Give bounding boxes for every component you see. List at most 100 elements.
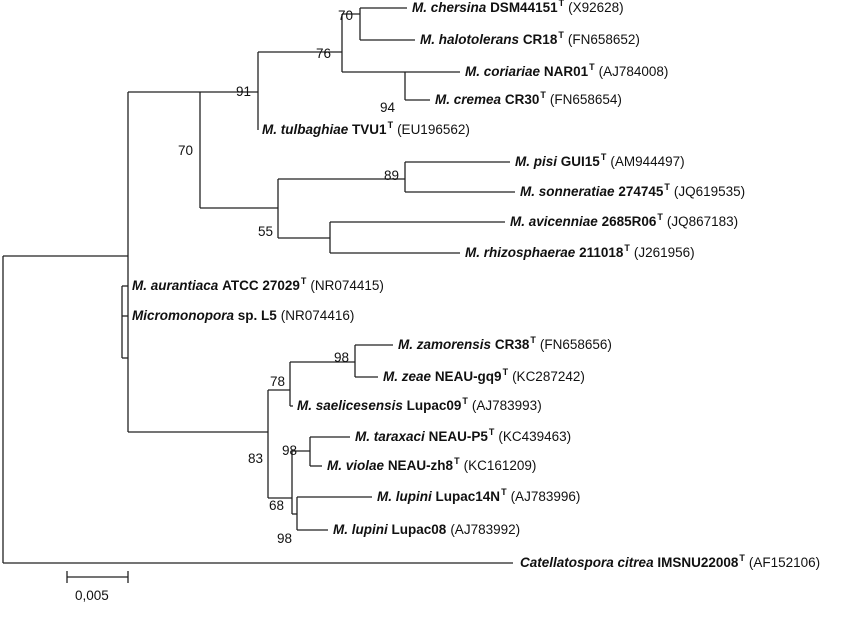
taxon-label: M. aurantiaca ATCC 27029T(NR074415) bbox=[132, 276, 384, 295]
type-strain-mark: T bbox=[558, 0, 565, 8]
taxon-strain: NEAU-zh8 bbox=[387, 458, 454, 473]
bootstrap-value: 98 bbox=[334, 350, 350, 365]
taxon-strain: CR30 bbox=[504, 92, 540, 107]
taxon-label: M. lupini Lupac14NT(AJ783996) bbox=[377, 487, 581, 506]
taxon-label: Catellatospora citrea IMSNU22008T(AF1521… bbox=[520, 553, 821, 572]
taxon-accession: (FN658656) bbox=[539, 337, 612, 352]
taxon-species: saelicesensis bbox=[315, 398, 403, 413]
taxon-accession: (FN658652) bbox=[567, 32, 640, 47]
taxon-label: M. coriariae NAR01T(AJ784008) bbox=[465, 62, 669, 81]
type-strain-mark: T bbox=[501, 487, 507, 497]
taxon-accession: (KC439463) bbox=[498, 429, 572, 444]
taxon-accession: (JQ619535) bbox=[673, 184, 746, 199]
bootstrap-value: 98 bbox=[282, 443, 298, 458]
taxon-species: cremea bbox=[453, 92, 502, 107]
type-strain-mark: T bbox=[488, 427, 495, 437]
taxon-strain: NEAU-gq9 bbox=[434, 369, 502, 384]
taxon-accession: (J261956) bbox=[633, 245, 695, 260]
type-strain-mark: T bbox=[462, 396, 468, 406]
taxon-species: lupini bbox=[395, 489, 432, 504]
taxon-genus: M. bbox=[333, 522, 348, 537]
taxon-species: halotolerans bbox=[438, 32, 520, 47]
tree-branches bbox=[2, 7, 515, 564]
taxon-strain: 2685R06 bbox=[601, 214, 657, 229]
bootstrap-value: 70 bbox=[338, 8, 354, 23]
taxon-accession: (JQ867183) bbox=[666, 214, 739, 229]
taxon-strain: sp. L5 bbox=[237, 308, 277, 323]
taxon-species: avicenniae bbox=[528, 214, 598, 229]
taxon-label: M. chersina DSM44151T(X92628) bbox=[412, 0, 624, 17]
taxon-label: M. cremea CR30T(FN658654) bbox=[435, 90, 622, 109]
bootstrap-value: 76 bbox=[316, 46, 332, 61]
taxon-strain: NEAU-P5 bbox=[428, 429, 488, 444]
type-strain-mark: T bbox=[387, 120, 394, 130]
bootstrap-value: 98 bbox=[277, 531, 293, 546]
taxon-label: M. avicenniae 2685R06T(JQ867183) bbox=[510, 212, 739, 231]
taxon-strain: ATCC 27029 bbox=[222, 278, 300, 293]
bootstrap-value: 78 bbox=[270, 374, 286, 389]
taxon-label: M. violae NEAU-zh8T(KC161209) bbox=[327, 456, 536, 475]
taxon-genus: M. bbox=[132, 278, 147, 293]
taxon-label: M. sonneratiae 274745T(JQ619535) bbox=[520, 182, 746, 201]
taxon-genus: M. bbox=[420, 32, 435, 47]
taxon-species: citrea bbox=[617, 555, 654, 570]
type-strain-mark: T bbox=[502, 367, 509, 377]
taxon-label: M. rhizosphaerae 211018T(J261956) bbox=[465, 243, 695, 262]
type-strain-mark: T bbox=[540, 90, 546, 100]
taxon-strain: TVU1 bbox=[352, 122, 387, 137]
taxon-species: rhizosphaerae bbox=[483, 245, 576, 260]
taxon-accession: (NR074415) bbox=[310, 278, 384, 293]
type-strain-mark: T bbox=[657, 212, 663, 222]
taxon-genus: M. bbox=[327, 458, 342, 473]
taxon-accession: (AM944497) bbox=[610, 154, 685, 169]
taxon-genus: M. bbox=[520, 184, 535, 199]
bootstrap-value: 94 bbox=[380, 100, 396, 115]
taxon-label: M. halotolerans CR18T(FN658652) bbox=[420, 30, 640, 49]
taxon-genus: M. bbox=[515, 154, 530, 169]
bootstrap-value: 55 bbox=[258, 224, 274, 239]
scale-bar-label: 0,005 bbox=[75, 588, 109, 603]
taxon-accession: (X92628) bbox=[568, 0, 624, 15]
taxon-accession: (FN658654) bbox=[549, 92, 622, 107]
taxon-genus: M. bbox=[377, 489, 392, 504]
taxon-species: taraxaci bbox=[373, 429, 425, 444]
taxon-species: sonneratiae bbox=[538, 184, 615, 199]
taxon-genus: Catellatospora bbox=[520, 555, 614, 570]
taxon-species: violae bbox=[345, 458, 385, 473]
bootstrap-value: 91 bbox=[236, 84, 252, 99]
taxon-strain: CR18 bbox=[522, 32, 558, 47]
taxon-accession: (AJ783992) bbox=[450, 522, 521, 537]
type-strain-mark: T bbox=[624, 243, 630, 253]
type-strain-mark: T bbox=[739, 553, 745, 563]
taxon-genus: M. bbox=[355, 429, 370, 444]
taxon-accession: (KC287242) bbox=[512, 369, 585, 384]
taxon-genus: M. bbox=[398, 337, 413, 352]
taxon-accession: (AJ784008) bbox=[598, 64, 669, 79]
taxon-strain: 211018 bbox=[579, 245, 624, 260]
taxon-strain: NAR01 bbox=[543, 64, 589, 79]
taxon-genus: M. bbox=[465, 245, 480, 260]
taxon-accession: (AF152106) bbox=[748, 555, 821, 570]
taxon-accession: (EU196562) bbox=[397, 122, 470, 137]
type-strain-mark: T bbox=[664, 182, 670, 192]
type-strain-mark: T bbox=[530, 335, 536, 345]
taxon-accession: (AJ783996) bbox=[510, 489, 581, 504]
taxon-label: M. saelicesensis Lupac09T(AJ783993) bbox=[297, 396, 542, 415]
taxon-label: M. pisi GUI15T(AM944497) bbox=[515, 152, 685, 171]
taxon-species: aurantiaca bbox=[150, 278, 219, 293]
taxon-label: M. zeae NEAU-gq9T(KC287242) bbox=[383, 367, 585, 386]
taxon-strain: DSM44151 bbox=[490, 0, 558, 15]
taxon-strain: GUI15 bbox=[560, 154, 600, 169]
type-strain-mark: T bbox=[589, 62, 595, 72]
taxon-genus: M. bbox=[412, 0, 427, 15]
taxon-strain: CR38 bbox=[494, 337, 530, 352]
taxon-species: zeae bbox=[401, 369, 432, 384]
taxon-strain: Lupac14N bbox=[435, 489, 501, 504]
taxon-label: M. taraxaci NEAU-P5T(KC439463) bbox=[355, 427, 572, 446]
taxon-species: tulbaghiae bbox=[280, 122, 349, 137]
type-strain-mark: T bbox=[600, 152, 607, 162]
taxon-genus: M. bbox=[383, 369, 398, 384]
taxon-label: M. tulbaghiae TVU1T(EU196562) bbox=[262, 120, 470, 139]
taxon-genus: M. bbox=[510, 214, 525, 229]
type-strain-mark: T bbox=[454, 456, 460, 466]
